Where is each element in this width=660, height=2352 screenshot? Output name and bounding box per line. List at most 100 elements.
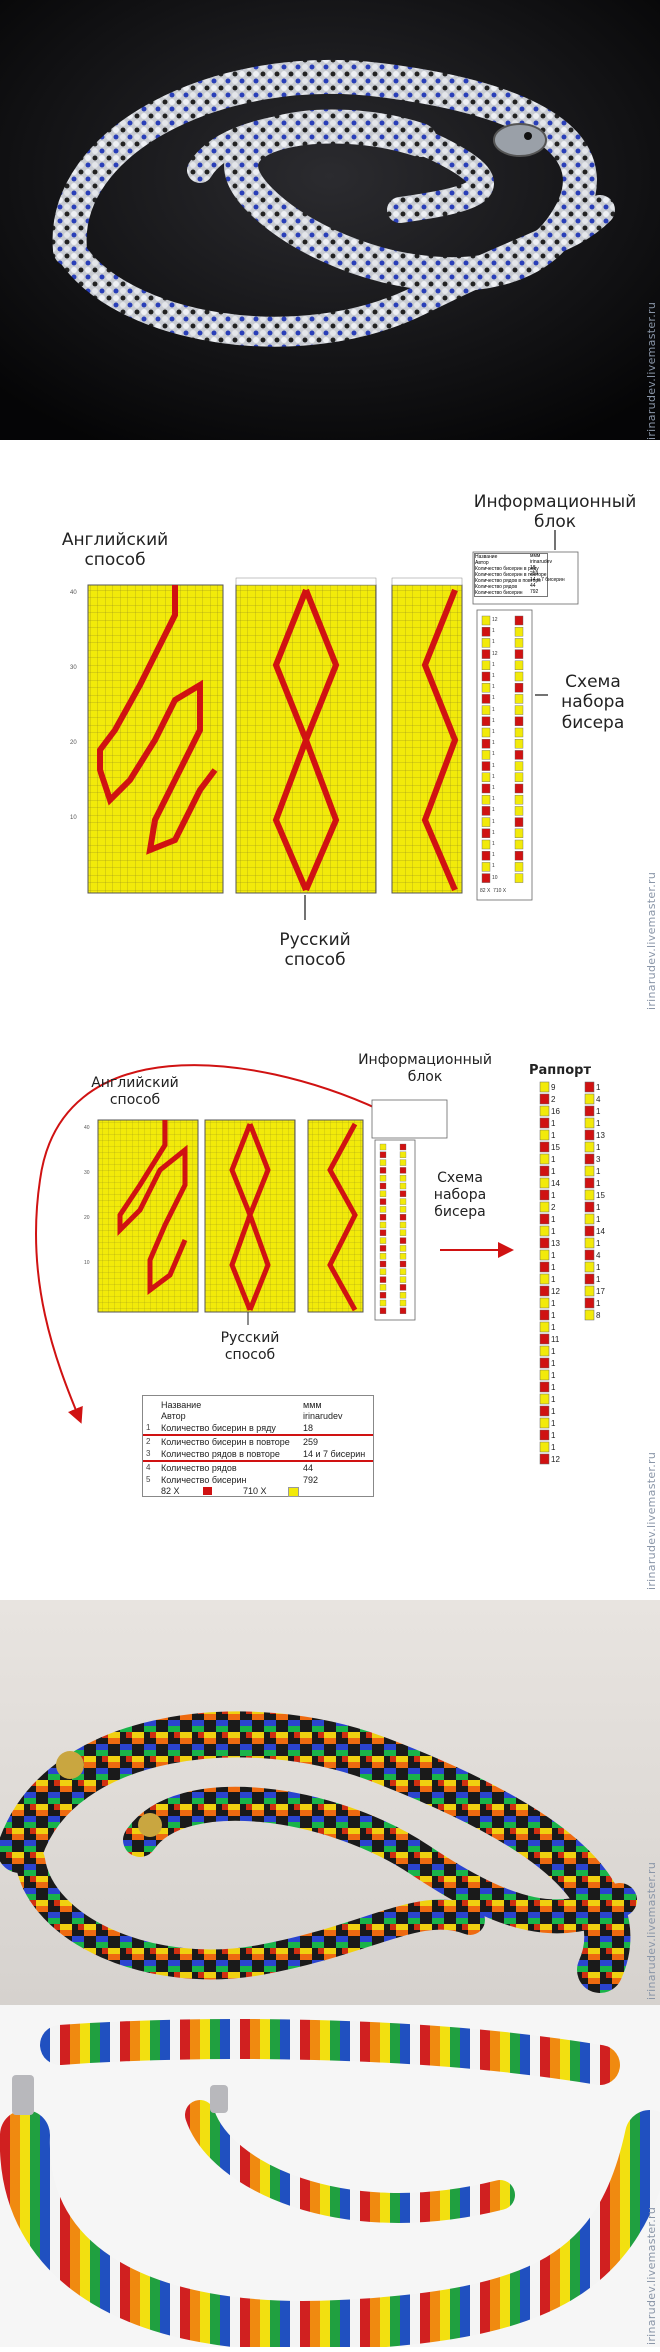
rapport-bead	[539, 1297, 550, 1309]
scheme-bead	[399, 1190, 407, 1197]
scheme-bead	[481, 705, 491, 715]
rapport-bead	[539, 1129, 550, 1141]
scheme-count: 1	[492, 807, 495, 814]
scheme-bead	[514, 783, 524, 794]
scheme-count: 1	[492, 841, 495, 848]
rapport-bead	[539, 1393, 550, 1405]
scheme-bead	[399, 1260, 407, 1268]
rapport-count: 1	[551, 1251, 556, 1260]
scheme-count: 1	[492, 863, 495, 870]
scheme-bead	[481, 783, 491, 794]
english-method-grid	[87, 584, 224, 894]
scheme-bead	[514, 772, 524, 782]
rapport-bead	[584, 1297, 595, 1309]
watermark: irinarudev.livemaster.ru	[645, 1861, 658, 2000]
rapport-count: 1	[596, 1167, 601, 1176]
rapport-count: 8	[596, 1311, 601, 1320]
rapport-bead	[539, 1141, 550, 1153]
scheme-count: 1	[492, 751, 495, 758]
rapport-bead	[584, 1213, 595, 1225]
label-russian-method: Русский способ	[279, 930, 351, 971]
rapport-bead	[539, 1333, 550, 1345]
scheme-count: 1	[492, 762, 495, 769]
rapport-bead	[539, 1369, 550, 1381]
scheme-bead	[379, 1237, 387, 1244]
rapport-count: 1	[596, 1299, 601, 1308]
watermark: irinarudev.livemaster.ru	[645, 871, 658, 1010]
watermark: irinarudev.livemaster.ru	[645, 2206, 658, 2345]
watermark: irinarudev.livemaster.ru	[645, 1451, 658, 1590]
scheme-footer: 82 X 710 X	[480, 888, 507, 894]
scheme-bead	[379, 1175, 387, 1182]
scheme-bead	[379, 1268, 387, 1275]
scheme-bead	[379, 1214, 387, 1221]
rapport-count: 12	[551, 1455, 560, 1464]
third-method-grid-2	[307, 1119, 364, 1313]
scheme-bead	[514, 705, 524, 715]
scheme-bead	[481, 873, 491, 883]
scheme-count: 1	[492, 661, 495, 668]
rapport-count: 1	[551, 1215, 556, 1224]
rapport-count: 1	[551, 1131, 556, 1140]
rapport-bead	[539, 1381, 550, 1393]
scheme-bead	[514, 761, 524, 771]
rapport-count: 1	[551, 1155, 556, 1164]
scheme-bead	[379, 1159, 387, 1166]
scheme-bead	[481, 817, 491, 827]
rapport-count: 1	[596, 1119, 601, 1128]
scheme-bead	[514, 649, 524, 659]
scheme-bead	[399, 1214, 407, 1221]
scheme-bead	[399, 1151, 407, 1158]
rapport-bead	[539, 1201, 550, 1213]
pattern-diagrams-1	[87, 530, 579, 920]
scheme-bead	[379, 1143, 387, 1151]
label-bead-scheme-2: Схема набора бисера	[433, 1170, 487, 1220]
third-method-grid	[391, 577, 463, 894]
scheme-count: 1	[492, 785, 495, 792]
scheme-bead	[379, 1229, 387, 1236]
rapport-count: 1	[551, 1311, 556, 1320]
rapport-bead	[539, 1081, 550, 1093]
rapport-bead	[539, 1225, 550, 1237]
rapport-count: 1	[551, 1275, 556, 1284]
scheme-bead	[514, 727, 524, 738]
rapport-count: 16	[551, 1107, 560, 1116]
rapport-bead	[584, 1285, 595, 1297]
rapport-bead	[584, 1177, 595, 1189]
english-method-grid-2	[97, 1119, 199, 1313]
watermark: irinarudev.livemaster.ru	[645, 301, 658, 440]
scheme-bead	[379, 1253, 387, 1260]
rapport-bead	[539, 1189, 550, 1201]
scheme-bead	[514, 638, 524, 648]
scheme-bead	[481, 660, 491, 671]
rapport-count: 14	[551, 1179, 560, 1188]
scheme-bead	[481, 739, 491, 749]
rapport-count: 1	[596, 1179, 601, 1188]
scheme-count: 10	[492, 874, 498, 881]
label-rapport: Раппорт	[528, 1063, 592, 1078]
label-info-block: Информационный блок	[473, 492, 637, 533]
scheme-bead	[379, 1245, 387, 1252]
scheme-count: 1	[492, 706, 495, 713]
scheme-bead	[399, 1143, 407, 1151]
rapport-count: 1	[551, 1371, 556, 1380]
red-swatch	[203, 1487, 212, 1495]
rapport-bead	[539, 1321, 550, 1333]
scheme-bead	[379, 1276, 387, 1283]
rapport-bead	[539, 1309, 550, 1321]
scheme-bead	[379, 1190, 387, 1197]
rapport-count: 1	[551, 1323, 556, 1332]
scheme-bead	[379, 1292, 387, 1299]
scheme-bead	[399, 1299, 407, 1307]
scheme-bead	[514, 806, 524, 816]
rapport-bead	[539, 1165, 550, 1177]
rapport-count: 2	[551, 1203, 556, 1212]
rapport-count: 1	[551, 1263, 556, 1272]
scheme-count: 1	[492, 639, 495, 646]
rapport-bead	[584, 1153, 595, 1165]
scheme-bead	[481, 649, 491, 659]
russian-method-grid-2	[204, 1119, 296, 1313]
scheme-bead	[399, 1167, 407, 1174]
